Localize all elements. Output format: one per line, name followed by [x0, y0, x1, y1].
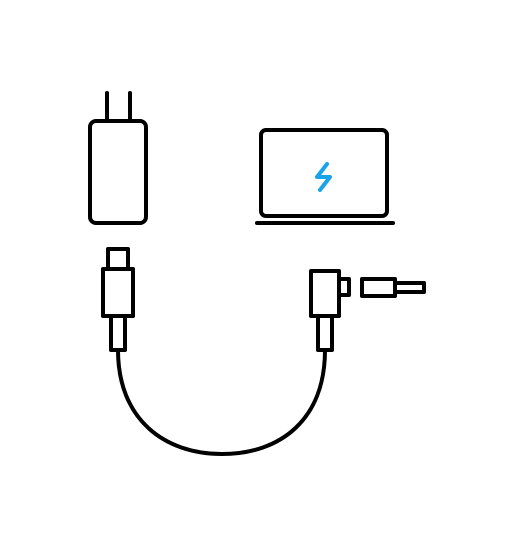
- magsafe-tip-end: [393, 281, 426, 294]
- laptop-icon: [255, 128, 395, 225]
- magsafe-housing: [309, 269, 341, 318]
- magsafe-plug-housing: [309, 269, 351, 352]
- magsafe-stub: [337, 277, 351, 297]
- laptop-screen: [259, 128, 389, 218]
- magsafe-tip-body: [360, 277, 397, 298]
- usb-c-connector-icon: [101, 247, 135, 352]
- magsafe-connector-icon: [360, 277, 426, 298]
- lightning-bolt-icon: [315, 162, 332, 192]
- usb-c-tip: [106, 247, 130, 271]
- power-adapter-icon: [88, 91, 148, 225]
- usb-c-strain-relief: [109, 314, 127, 352]
- magsafe-strain-relief: [316, 314, 334, 352]
- adapter-body: [88, 119, 148, 225]
- usb-c-housing: [101, 267, 135, 318]
- usb-c-cable-icon: [116, 348, 327, 456]
